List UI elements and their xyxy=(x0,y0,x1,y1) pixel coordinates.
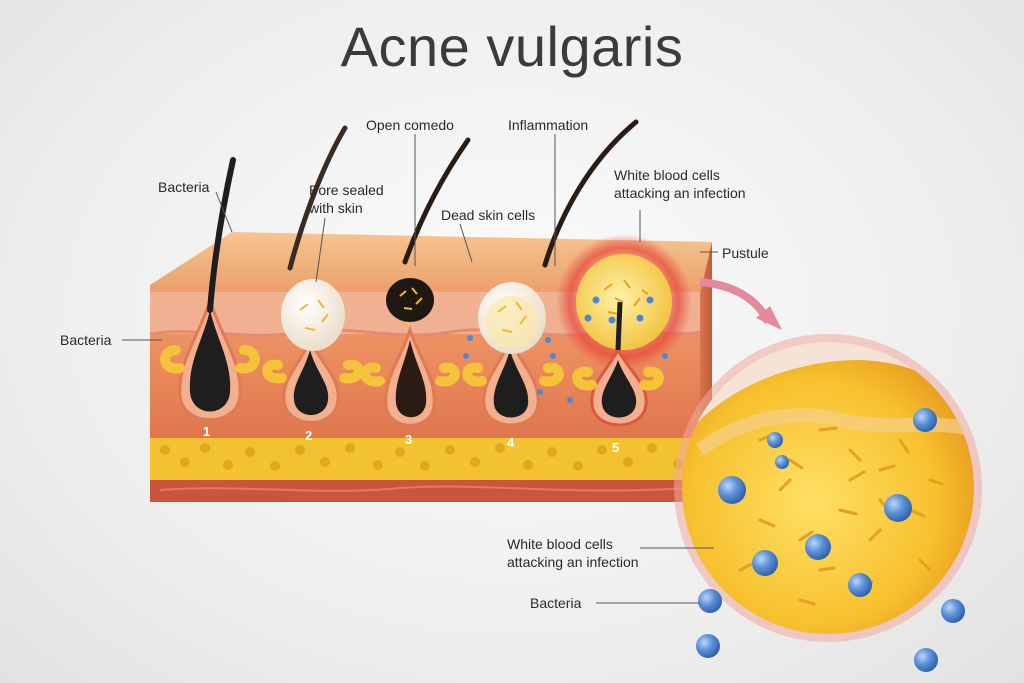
label-pore-sealed-line-1: Pore sealed xyxy=(309,182,384,198)
label-bacteria-top: Bacteria xyxy=(158,179,210,195)
stage-number-1: 1 xyxy=(203,424,211,439)
stage-number-2: 2 xyxy=(305,428,313,443)
label-inflammation: Inflammation xyxy=(508,117,589,133)
label-dead-skin-cells: Dead skin cells xyxy=(441,207,536,223)
zoom-arrow-head xyxy=(756,306,782,330)
fat-layer xyxy=(150,438,700,480)
pustule-zoom-bubble xyxy=(674,334,982,642)
label-wbc-top: White blood cells attacking an infection xyxy=(614,166,746,202)
stage-number-4: 4 xyxy=(507,435,515,450)
follicle-5 xyxy=(556,234,692,427)
label-wbc-top-line-1: White blood cells xyxy=(614,167,720,183)
label-wbc-top-line-2: attacking an infection xyxy=(614,185,746,201)
label-bacteria-left: Bacteria xyxy=(60,332,112,348)
label-wbc-bottom-line-2: attacking an infection xyxy=(507,554,639,570)
label-pore-sealed-line-2: with skin xyxy=(309,200,363,216)
label-bacteria-bottom: Bacteria xyxy=(530,595,582,611)
follicle-2 xyxy=(262,125,364,424)
follicle-1 xyxy=(160,157,260,422)
label-pore-sealed: Pore sealed with skin xyxy=(309,181,384,217)
follicle-3 xyxy=(360,137,471,427)
stage-number-3: 3 xyxy=(405,432,413,447)
label-wbc-bottom-line-1: White blood cells xyxy=(507,536,613,552)
label-pustule: Pustule xyxy=(722,245,769,261)
label-wbc-bottom: White blood cells attacking an infection xyxy=(507,535,639,571)
loose-white-blood-cells xyxy=(696,589,965,672)
label-open-comedo: Open comedo xyxy=(366,117,454,133)
blood-vessel xyxy=(159,485,691,492)
dermis-base xyxy=(150,480,700,502)
follicle-4 xyxy=(462,119,639,427)
fat-globules xyxy=(160,443,683,471)
stage-number-5: 5 xyxy=(612,440,620,455)
leader-lines xyxy=(122,134,718,604)
white-blood-cells-zoom xyxy=(718,408,937,597)
diagram-title: Acne vulgaris xyxy=(340,15,684,78)
